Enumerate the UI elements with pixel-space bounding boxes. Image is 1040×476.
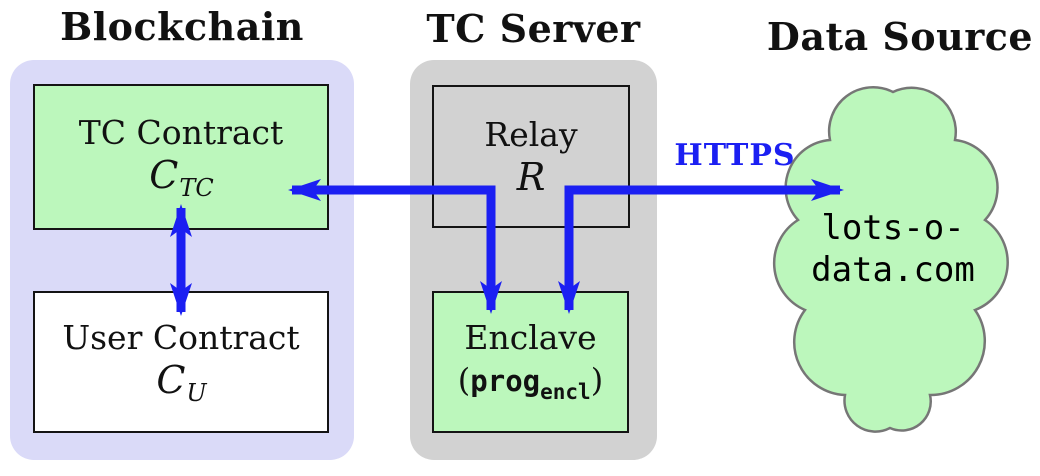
data-source-domain: lots-o- data.com — [790, 207, 996, 291]
enclave-box: Enclave (progencl) — [432, 291, 629, 433]
tc-contract-label: TC Contract — [78, 112, 284, 152]
relay-symbol: R — [516, 154, 546, 199]
relay-label: Relay — [484, 114, 578, 154]
tc-server-title: TC Server — [426, 6, 641, 51]
user-contract-box: User Contract CU — [33, 291, 329, 433]
domain-line-2: data.com — [811, 250, 975, 290]
blockchain-title: Blockchain — [60, 4, 304, 49]
data-source-title: Data Source — [766, 14, 1034, 59]
domain-line-1: lots-o- — [821, 208, 965, 248]
tc-contract-symbol: CTC — [149, 152, 214, 202]
https-label: HTTPS — [674, 138, 796, 173]
user-contract-label: User Contract — [62, 317, 300, 357]
enclave-program-label: (progencl) — [457, 361, 604, 404]
tc-contract-box: TC Contract CTC — [33, 84, 329, 230]
user-contract-symbol: CU — [156, 357, 207, 407]
relay-box: Relay R — [432, 85, 630, 228]
enclave-label: Enclave — [464, 318, 597, 357]
